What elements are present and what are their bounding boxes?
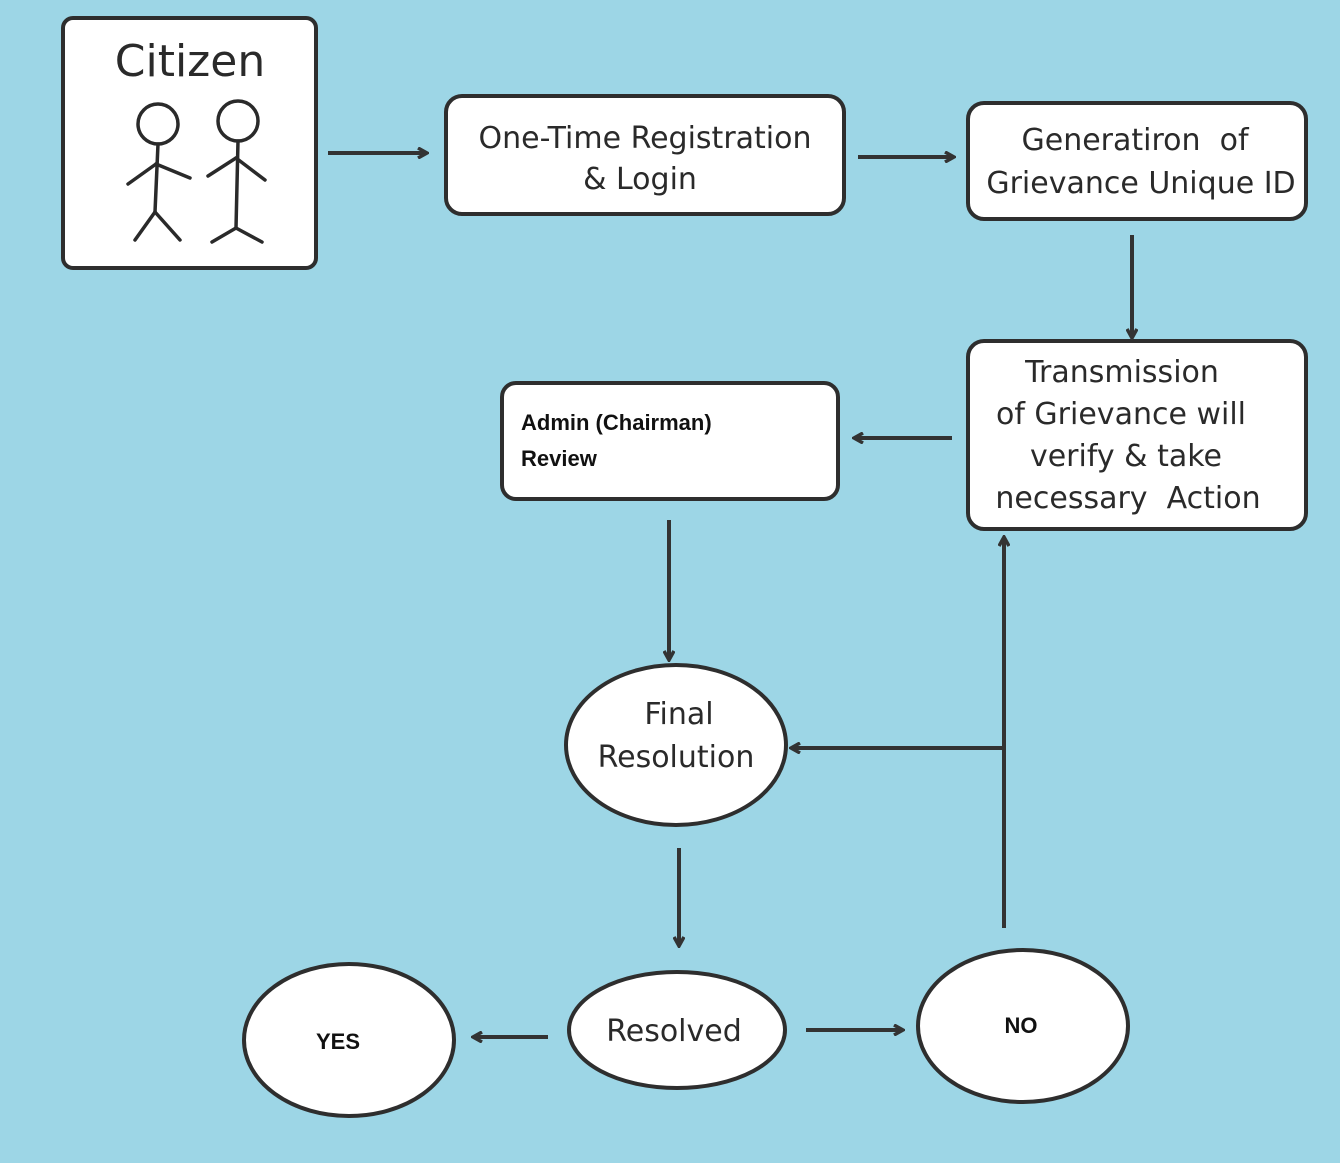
- transmission-node: Transmission of Grievance will verify & …: [966, 339, 1308, 531]
- resolved-label: Resolved: [606, 1014, 742, 1049]
- unique-id-line2: Grievance Unique ID: [986, 166, 1295, 201]
- transmission-line2: of Grievance will: [996, 397, 1246, 432]
- no-label: NO: [1005, 1013, 1038, 1038]
- person-icon: [206, 99, 267, 244]
- admin-review-node: Admin (Chairman) Review: [500, 381, 840, 501]
- transmission-line1: Transmission: [1024, 355, 1219, 390]
- final-resolution-line2: Resolution: [598, 740, 755, 775]
- unique-id-node: Generatiron of Grievance Unique ID: [966, 101, 1308, 221]
- person-icon: [126, 102, 192, 242]
- registration-node: One-Time Registration & Login: [444, 94, 846, 216]
- no-node: NO: [916, 948, 1130, 1104]
- admin-review-line1: Admin (Chairman): [521, 410, 712, 435]
- registration-line2: & Login: [583, 162, 697, 197]
- unique-id-line1: Generatiron of: [1021, 123, 1249, 158]
- citizen-label: Citizen: [115, 36, 265, 87]
- transmission-line3: verify & take: [1030, 439, 1222, 474]
- registration-line1: One-Time Registration: [478, 121, 811, 156]
- admin-review-line2: Review: [521, 446, 598, 471]
- final-resolution-node: Final Resolution: [564, 663, 788, 827]
- resolved-node: Resolved: [567, 970, 787, 1090]
- final-resolution-line1: Final: [644, 697, 713, 732]
- yes-label: YES: [316, 1029, 360, 1054]
- transmission-line4: necessary Action: [995, 481, 1260, 516]
- citizen-node: Citizen: [61, 16, 318, 270]
- yes-node: YES: [242, 962, 456, 1118]
